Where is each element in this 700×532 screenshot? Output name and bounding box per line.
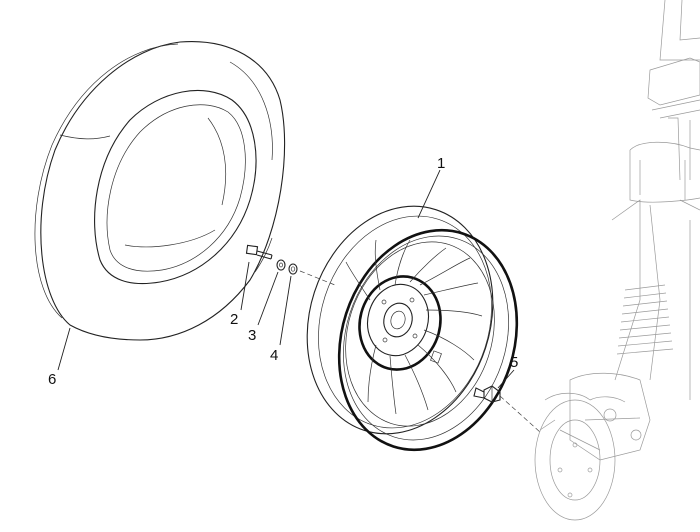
callout-4: 4 — [270, 347, 278, 364]
leader-1 — [417, 169, 441, 219]
bolt — [245, 244, 273, 260]
tyre-wall-line — [59, 134, 111, 140]
callout-labels: 1 2 3 4 5 6 — [48, 155, 518, 388]
callout-leaders — [57, 169, 515, 389]
rim-back-edge — [306, 205, 494, 435]
brake-disc — [534, 399, 616, 521]
rim-front-edge — [337, 228, 519, 452]
tyre-inner-band — [124, 229, 216, 248]
leader-2 — [240, 261, 250, 311]
fork-assembly — [534, 0, 700, 521]
rim-spokes — [345, 239, 483, 415]
screw-centerline — [499, 395, 541, 433]
wheel-rim — [306, 205, 519, 452]
tyre-tread-line — [34, 43, 179, 319]
callout-5: 5 — [510, 354, 518, 371]
tyre-bead-outline — [94, 89, 257, 285]
tyre-tread-line-2 — [229, 61, 273, 161]
callout-6: 6 — [48, 371, 56, 388]
leader-5 — [497, 369, 515, 389]
callout-2: 2 — [230, 311, 238, 328]
tyre-bead-inner — [106, 104, 246, 272]
tyre-inner-band-2 — [207, 117, 227, 206]
rim-hub — [367, 283, 429, 357]
spacer — [288, 263, 298, 275]
washer — [276, 259, 286, 271]
axle-centerline — [299, 270, 336, 286]
screw — [473, 385, 501, 403]
tyre-outer-outline — [40, 40, 286, 341]
leader-4 — [279, 275, 292, 346]
tyre-wall-line-2 — [254, 237, 273, 273]
leader-6 — [57, 327, 71, 371]
leader-3 — [257, 271, 279, 326]
callout-3: 3 — [248, 327, 256, 344]
callout-1: 1 — [437, 155, 445, 172]
rim-brake-ring — [358, 275, 442, 371]
tyre — [34, 40, 286, 341]
